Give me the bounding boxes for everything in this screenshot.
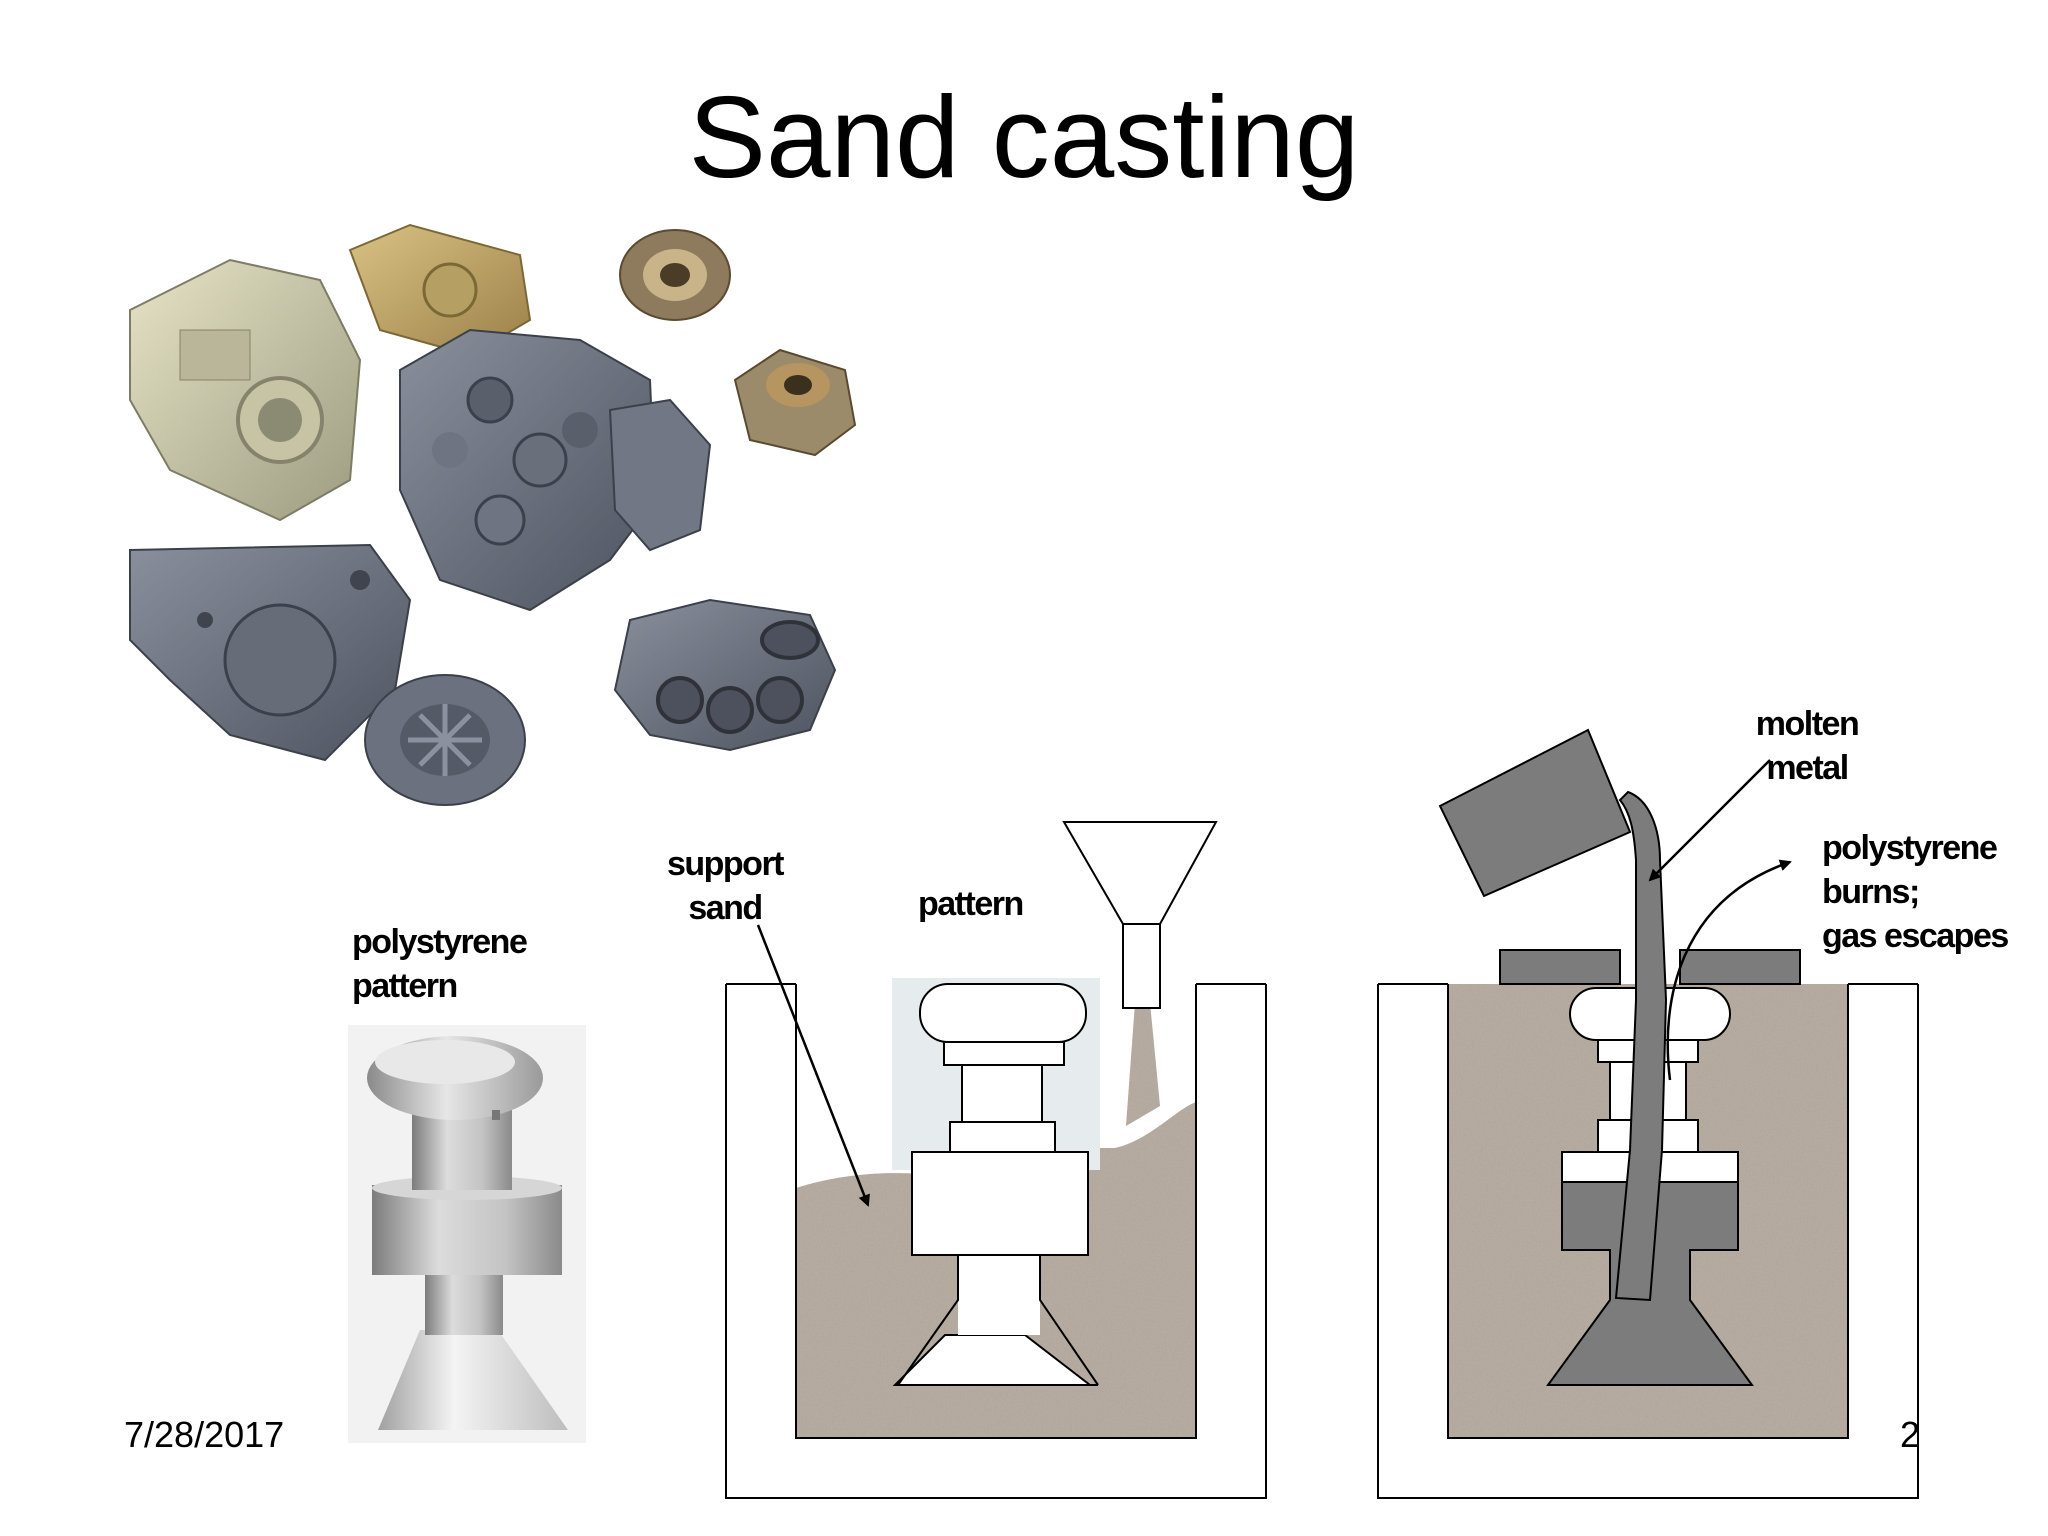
slide-page-number: 2 xyxy=(1900,1414,1921,1455)
gas-escapes-label: polystyrene burns; gas escapes xyxy=(1822,826,2009,958)
polystyrene-pattern-render xyxy=(348,1025,586,1443)
right-flask xyxy=(1377,728,1919,1499)
cast-parts-photo-icon xyxy=(129,223,857,806)
slide-title: Sand casting xyxy=(688,72,1360,202)
middle-flask xyxy=(725,821,1267,1499)
label-line: gas escapes xyxy=(1822,917,2009,955)
pattern-label: pattern xyxy=(918,885,1024,923)
label-line: pattern xyxy=(352,967,458,1005)
label-line: burns; xyxy=(1822,873,1920,911)
molten-metal-label: molten metal xyxy=(1742,702,1872,790)
label-line: metal xyxy=(1766,749,1849,787)
label-line: polystyrene xyxy=(1822,829,1998,867)
polystyrene-pattern-label: polystyrene pattern xyxy=(352,920,528,1008)
label-line: sand xyxy=(688,889,763,927)
support-sand-label: support sand xyxy=(655,842,795,930)
label-line: support xyxy=(666,845,785,883)
label-line: polystyrene xyxy=(352,923,528,961)
slide-date: 7/28/2017 xyxy=(124,1414,285,1455)
label-line: molten xyxy=(1755,705,1860,743)
